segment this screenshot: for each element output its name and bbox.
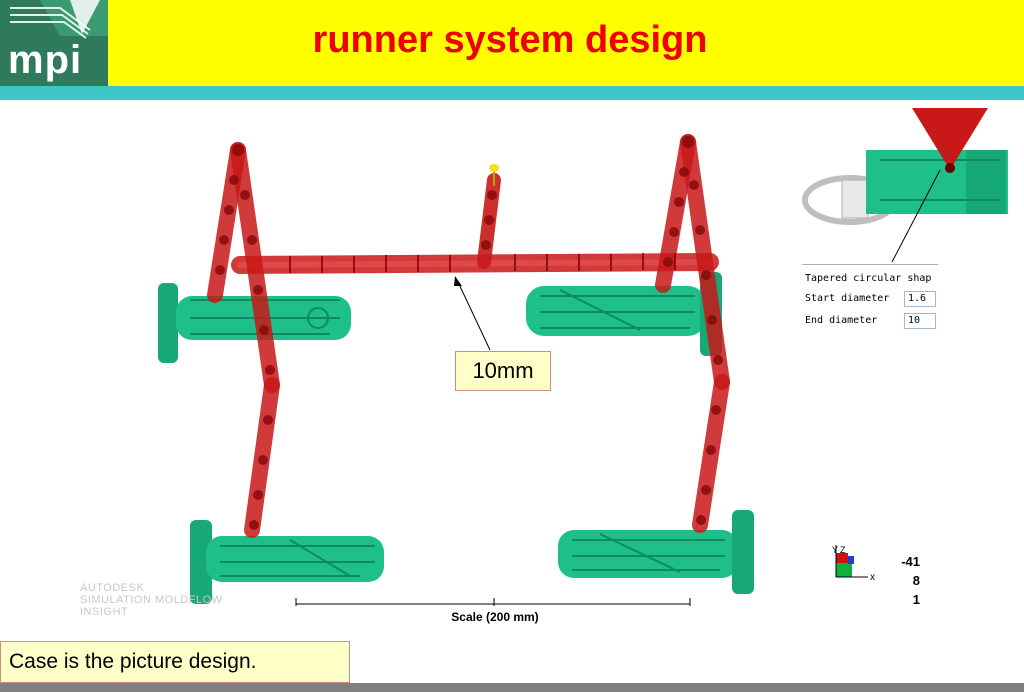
triad-z-label: Z — [840, 545, 846, 555]
runner-system — [207, 134, 730, 538]
watermark-line: AUTODESK — [80, 582, 145, 594]
scale-bar — [295, 598, 691, 606]
runner-segment-markers — [289, 253, 676, 273]
triad-value: -41 — [901, 554, 920, 569]
footer-bar — [0, 683, 1024, 692]
scale-label: Scale (200 mm) — [451, 610, 539, 624]
molded-part-bottom-right — [558, 510, 754, 594]
callout-arrow — [454, 276, 491, 351]
mpi-logo-icon: mpi — [0, 0, 108, 86]
molded-part-bottom-left — [190, 520, 384, 604]
shape-type-label: Tapered circular shap — [805, 273, 932, 284]
slide-header — [0, 0, 1024, 86]
end-diameter-label: End diameter — [805, 315, 878, 326]
runner-properties-panel: Tapered circular shap Start diameter 1.6… — [802, 264, 938, 343]
axis-triad-icon: x Y Z — [832, 545, 875, 583]
runner-nodes — [215, 136, 723, 530]
start-diameter-field[interactable]: 1.6 — [904, 291, 936, 307]
triad-values: -41 8 1 — [880, 552, 920, 609]
page-title: runner system design — [312, 19, 708, 61]
start-diameter-label: Start diameter — [805, 293, 890, 304]
logo-text: mpi — [8, 38, 83, 82]
watermark-line: SIMULATION MOLDFLOW — [80, 594, 223, 606]
molded-part-top-right — [526, 272, 722, 356]
runner-diameter-callout: 10mm — [455, 351, 551, 391]
sprue-icon — [489, 164, 499, 186]
triad-x-label: x — [870, 572, 875, 583]
watermark-line: INSIGHT — [80, 606, 129, 618]
header-divider — [0, 86, 1024, 100]
moldflow-viewport[interactable]: x Y Z — [0, 100, 1024, 682]
end-diameter-field[interactable]: 10 — [904, 313, 936, 329]
slide-caption: Case is the picture design. — [0, 641, 350, 683]
triad-value: 1 — [912, 592, 920, 607]
moldflow-watermark: AUTODESK SIMULATION MOLDFLOW INSIGHT — [80, 582, 223, 618]
triad-value: 8 — [912, 573, 920, 588]
triad-y-label: Y — [832, 545, 838, 555]
gate-detail-inset — [802, 108, 1016, 263]
